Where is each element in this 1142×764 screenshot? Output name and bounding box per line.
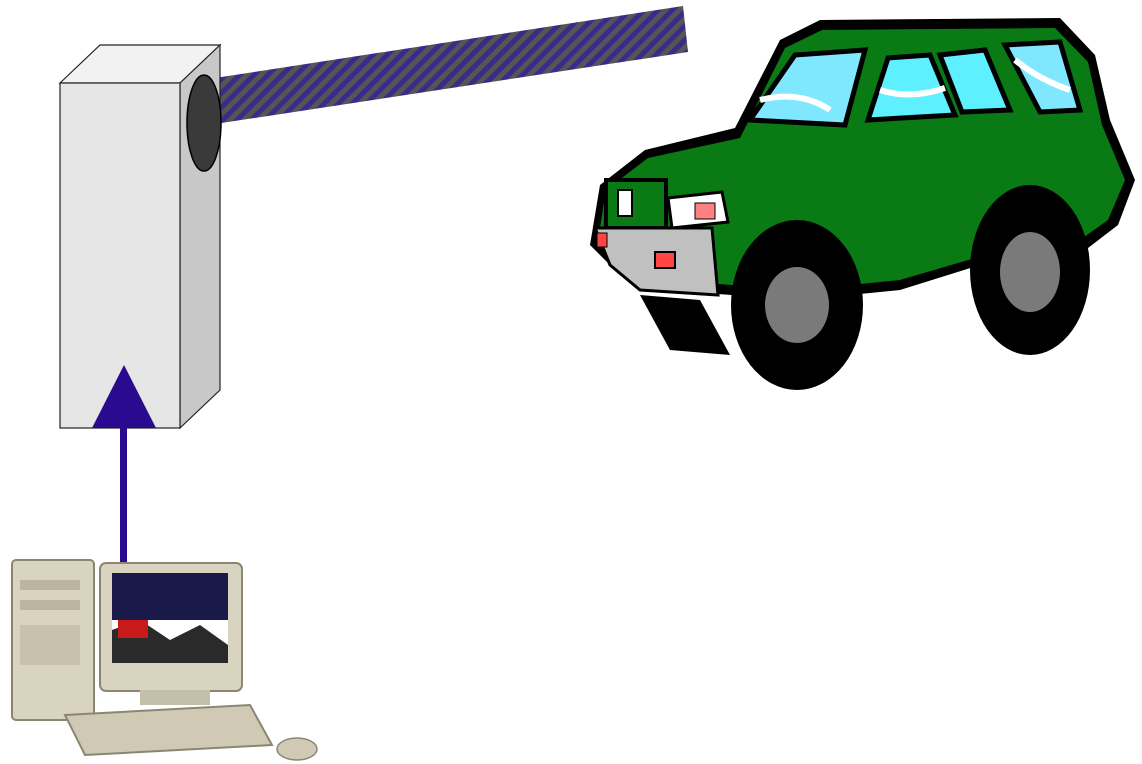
barrier-arm-icon <box>215 6 688 124</box>
lens-icon <box>187 75 221 171</box>
green-suv-icon <box>590 18 1135 390</box>
boom-barrier-icon <box>60 45 221 428</box>
desktop-computer-icon <box>12 560 317 760</box>
